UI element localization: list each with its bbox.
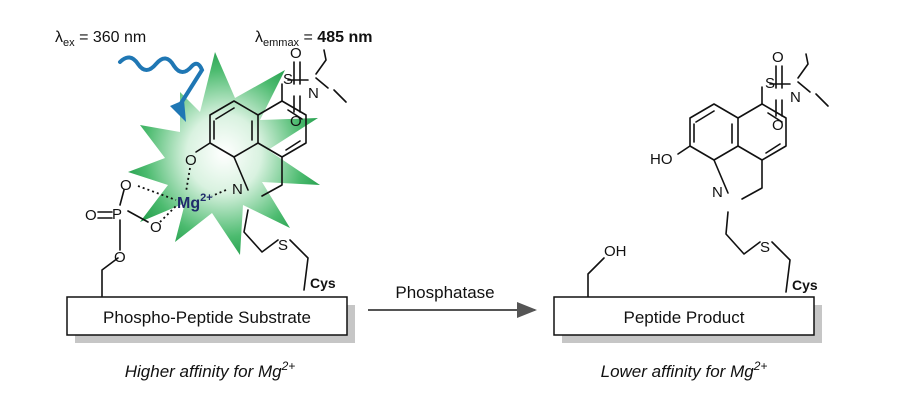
thioether-sulfur: S: [278, 237, 288, 254]
right-box-label: Peptide Product: [624, 308, 745, 327]
hydroxyl-label: HO: [650, 151, 673, 168]
right-quinoline-structure: [587, 53, 829, 299]
excitation-arrowhead: [170, 100, 186, 122]
phenolate-oxygen: O: [185, 152, 197, 169]
emission-label: λemmax = 485 nm: [255, 29, 372, 49]
phosphate-oxygen-right: O: [150, 219, 162, 236]
quinoline-nitrogen-right: N: [712, 184, 723, 201]
sulfonamide-nitrogen: N: [308, 85, 319, 102]
cys-label-left: Cys: [310, 275, 336, 291]
sulfonyl-oxygen-bottom: O: [290, 113, 302, 130]
left-box-label: Phospho-Peptide Substrate: [103, 308, 311, 327]
fluorescence-burst: [128, 52, 320, 255]
phosphate-group: [97, 189, 149, 297]
serine-hydroxyl-label: OH: [604, 243, 627, 260]
thioether-sulfur-right: S: [760, 239, 770, 256]
peptide-product-box: [553, 296, 815, 336]
phosphate-oxygen-top: O: [120, 177, 132, 194]
quinoline-nitrogen: N: [232, 181, 243, 198]
sulfonyl-oxygen-bottom-right: O: [772, 117, 784, 134]
phosphate-ester-oxygen: O: [114, 249, 126, 266]
sulfonyl-oxygen-top: O: [290, 45, 302, 62]
excitation-label: λex = 360 nm: [55, 29, 146, 49]
arrow-label: Phosphatase: [395, 283, 494, 302]
phosphate-oxygen-double: O: [85, 207, 97, 224]
sulfonyl-oxygen-top-right: O: [772, 49, 784, 66]
phosphorus-atom: P: [112, 206, 122, 223]
excitation-wave: [118, 55, 205, 110]
magnesium-ion: Mg2+: [177, 192, 213, 212]
sulfur-atom: S: [283, 71, 293, 88]
right-caption: Lower affinity for Mg2+: [601, 359, 768, 381]
cys-label-right: Cys: [792, 277, 818, 293]
left-caption: Higher affinity for Mg2+: [125, 359, 296, 381]
sulfur-atom-right: S: [765, 75, 775, 92]
phospho-peptide-box: [66, 296, 348, 336]
sulfonamide-nitrogen-right: N: [790, 89, 801, 106]
left-quinoline-structure: [195, 49, 347, 291]
